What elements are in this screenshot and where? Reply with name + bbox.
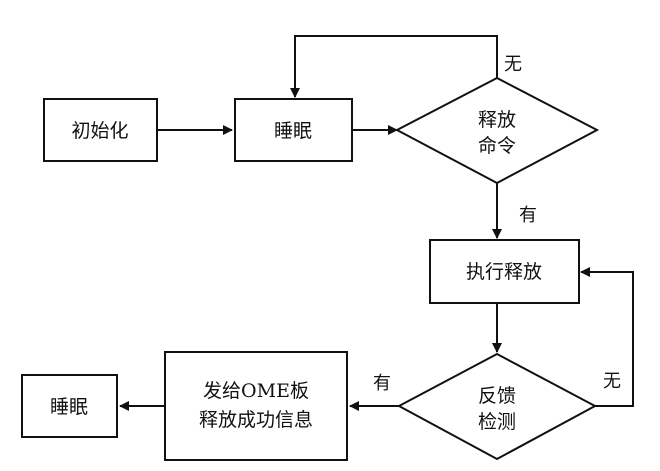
- node-release-command-label-line1: 释放: [478, 109, 516, 131]
- node-init-label: 初始化: [71, 120, 128, 142]
- node-feedback-check: 反馈 检测: [396, 352, 598, 461]
- arrow-no-command-loop: [290, 35, 498, 98]
- node-sleep-1-label: 睡眠: [274, 120, 312, 142]
- edge-label-yes-down: 有: [519, 205, 537, 226]
- edge-label-no-top: 无: [504, 54, 522, 75]
- node-release-command: 释放 命令: [394, 76, 600, 185]
- node-report-success: 发给OME板 释放成功信息: [164, 351, 348, 461]
- node-init: 初始化: [43, 98, 158, 162]
- edge-label-no-right: 无: [603, 371, 621, 392]
- node-execute-release: 执行释放: [429, 239, 580, 304]
- node-sleep-2-label: 睡眠: [50, 396, 88, 418]
- node-sleep-1: 睡眠: [234, 98, 353, 162]
- node-execute-release-label: 执行释放: [466, 261, 542, 283]
- edge-label-yes-left: 有: [373, 373, 391, 394]
- node-feedback-check-label-line1: 反馈: [478, 385, 516, 407]
- connectors: [119, 35, 634, 411]
- node-feedback-check-label-line2: 检测: [478, 411, 516, 433]
- node-sleep-2: 睡眠: [21, 374, 118, 438]
- node-report-success-label-line1: 发给OME板: [203, 380, 309, 402]
- arrow-feedback-retry-loop: [580, 267, 634, 407]
- node-report-success-label-line2: 释放成功信息: [199, 409, 313, 431]
- node-release-command-label-line2: 命令: [478, 135, 516, 157]
